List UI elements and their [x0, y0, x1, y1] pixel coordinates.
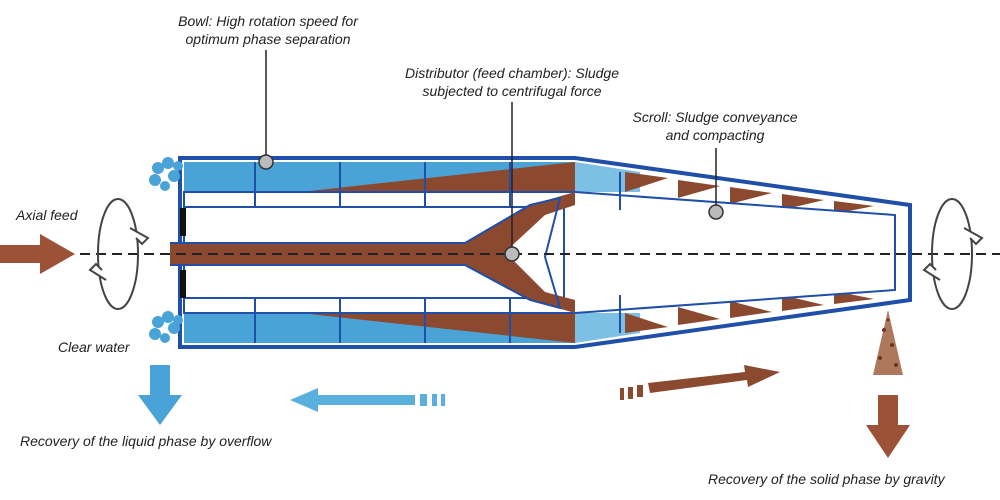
bowl-marker [258, 154, 274, 170]
water-cone-bottom [575, 313, 640, 343]
scroll-flight-lines [254, 162, 621, 343]
solid-recovery-label: Recovery of the solid phase by gravity [708, 471, 945, 487]
liquid-recovery-label: Recovery of the liquid phase by overflow [20, 433, 272, 449]
liquid-down-arrow-icon [138, 365, 182, 425]
rotation-arrow-right-icon [922, 198, 984, 310]
water-splash-top-icon [149, 157, 183, 191]
rotation-arrow-left-icon [88, 198, 150, 310]
solid-flow-arrow-icon [620, 365, 780, 400]
distributor-marker [504, 246, 520, 262]
solid-down-arrow-icon [866, 395, 910, 458]
scroll-label: Scroll: Sludge conveyance and compacting [632, 109, 798, 143]
sludge-layer-bottom [300, 313, 575, 343]
scroll-marker [708, 204, 724, 220]
sludge-layer-top [300, 162, 575, 192]
distributor-chamber [465, 192, 575, 313]
distributor-outline [464, 196, 562, 310]
water-splash-bottom-icon [149, 311, 183, 343]
feed-tube [170, 243, 465, 265]
water-cone-top [575, 162, 640, 192]
seal-top [180, 208, 186, 236]
clear-water-label: Clear water [58, 339, 130, 355]
bowl-label: Bowl: High rotation speed for optimum ph… [178, 13, 358, 47]
solid-cake-pile-icon [873, 310, 903, 375]
scroll-flights-bottom [625, 291, 874, 333]
liquid-flow-arrow-icon [290, 388, 445, 412]
axial-feed-label: Axial feed [16, 207, 78, 223]
axial-feed-arrow-icon [0, 234, 75, 274]
seal-bottom [180, 270, 186, 298]
distributor-label: Distributor (feed chamber): Sludge subje… [405, 65, 619, 99]
